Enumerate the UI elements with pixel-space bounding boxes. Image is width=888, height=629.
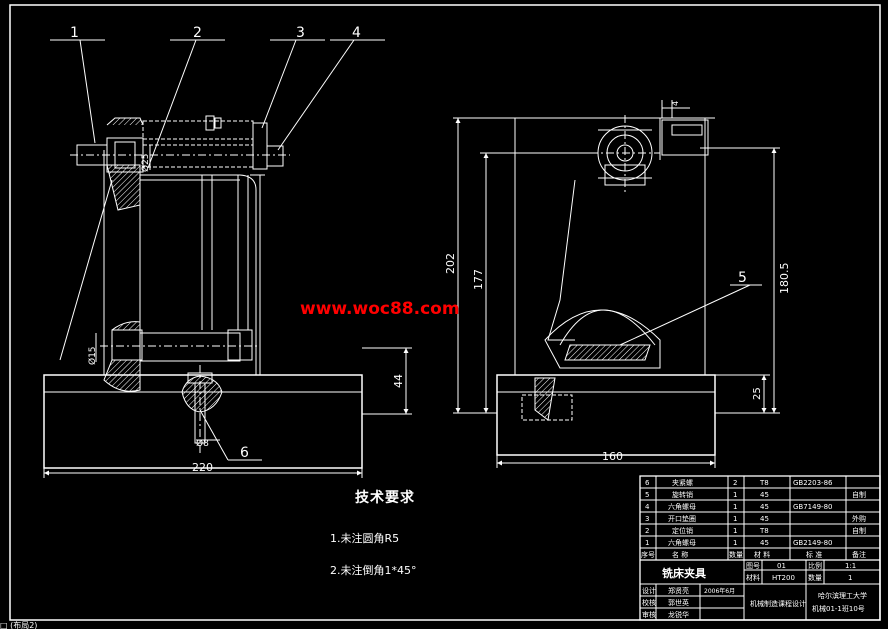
side-view	[453, 100, 780, 468]
dim-202: 202	[444, 253, 457, 274]
balloon-4: 4	[352, 25, 361, 41]
dim-dia25: Ø25	[140, 153, 151, 172]
balloon-1: 1	[70, 25, 79, 41]
dim-top-small: 4	[671, 101, 680, 106]
tech-note-1: 1.未注圆角R5	[330, 531, 399, 545]
count-label: 数量	[808, 573, 822, 582]
balloon-2: 2	[193, 25, 202, 41]
bom-header-no: 序号	[641, 550, 655, 559]
bom-row-2-no: 2	[645, 527, 649, 535]
tech-note-2: 2.未注倒角1*45°	[330, 563, 417, 577]
approver-label: 审核	[642, 610, 656, 619]
bom-row-4-name: 六角螺母	[668, 502, 696, 511]
bom-row-6-name: 夹紧螺	[672, 478, 693, 487]
layout-tab-label[interactable]: □ (布局2)	[0, 620, 37, 629]
bom-header-mat: 材 料	[754, 550, 770, 559]
bom-row-6-no: 6	[645, 479, 650, 487]
dim-dia8: Ø8	[196, 438, 209, 449]
fig-no: 01	[777, 562, 786, 570]
bom-row-1-qty: 1	[733, 539, 737, 547]
bom-header-qty: 数量	[729, 550, 743, 559]
bom-row-1-mat: 45	[760, 539, 769, 547]
dim-177: 177	[472, 269, 485, 290]
dim-160: 160	[602, 450, 623, 463]
scale-label: 比例	[808, 561, 822, 570]
designer-label: 设计	[642, 586, 656, 595]
bom-row-3-mat: 45	[760, 515, 769, 523]
fig-no-label: 图号	[746, 562, 760, 570]
bom-row-5-mat: 45	[760, 491, 769, 499]
bom-row-4-qty: 1	[733, 503, 737, 511]
bom-row-6-mat: T8	[759, 479, 769, 487]
drawing-frame	[9, 4, 881, 621]
checker-label: 校核	[642, 598, 656, 607]
dim-220: 220	[192, 461, 213, 474]
design-date: 2006年6月	[704, 587, 735, 595]
balloon-6: 6	[240, 445, 249, 461]
bom-row-5-no: 5	[645, 491, 649, 499]
bom-row-2-mat: T8	[759, 527, 769, 535]
bom-row-1-name: 六角螺母	[668, 538, 696, 547]
dim-180-5: 180.5	[778, 263, 791, 295]
bom-row-1-no: 1	[645, 539, 649, 547]
bom-header-name: 名 称	[672, 550, 688, 559]
title-block	[639, 475, 881, 621]
school-name: 哈尔滨理工大学	[818, 591, 867, 600]
tech-title: 技术要求	[355, 489, 415, 506]
designer: 郑贤亮	[668, 586, 689, 595]
watermark: www.woc88.com	[300, 299, 460, 319]
bom-row-2-name: 定位销	[672, 526, 693, 535]
bom-header-std: 标 准	[806, 550, 822, 559]
bom-row-4-no: 4	[645, 503, 650, 511]
bom-row-6-std: GB2203-86	[793, 479, 833, 487]
count-value: 1	[848, 574, 852, 582]
bom-row-1-std: GB2149-80	[793, 539, 832, 547]
course-name: 机械制造课程设计	[750, 599, 806, 608]
bom-header-note: 备注	[852, 550, 866, 559]
material-value: HT200	[772, 574, 795, 582]
material-label: 材料	[746, 573, 760, 582]
bom-row-5-note: 自制	[852, 490, 866, 499]
drawing-name: 铣床夹具	[662, 566, 706, 580]
bom-row-4-std: GB7149-80	[793, 503, 832, 511]
class-name: 机械01-1班10号	[812, 604, 865, 613]
bom-table: 6 夹紧螺 2 T8 GB2203-86 5 旋转销 1 45 自制 4 六角螺…	[641, 478, 866, 559]
dim-25: 25	[752, 387, 763, 400]
dim-44: 44	[392, 374, 405, 388]
bom-row-4-mat: 45	[760, 503, 769, 511]
bom-row-5-qty: 1	[733, 491, 737, 499]
dim-dia15: Ø15	[87, 346, 98, 365]
balloon-5: 5	[738, 270, 747, 286]
bom-row-5-name: 旋转销	[672, 490, 693, 499]
front-view	[43, 39, 412, 478]
bom-row-2-note: 自制	[852, 526, 866, 535]
bom-row-3-name: 开口垫圈	[668, 514, 696, 523]
checker: 郭世英	[668, 598, 689, 607]
bom-row-6-qty: 2	[733, 479, 737, 487]
bom-row-2-qty: 1	[733, 527, 737, 535]
approver: 龙锐华	[668, 610, 689, 619]
bom-row-3-note: 外购	[852, 514, 866, 523]
bom-row-3-no: 3	[645, 515, 649, 523]
balloon-3: 3	[296, 25, 305, 41]
bom-row-3-qty: 1	[733, 515, 737, 523]
scale-value: 1:1	[845, 562, 856, 570]
